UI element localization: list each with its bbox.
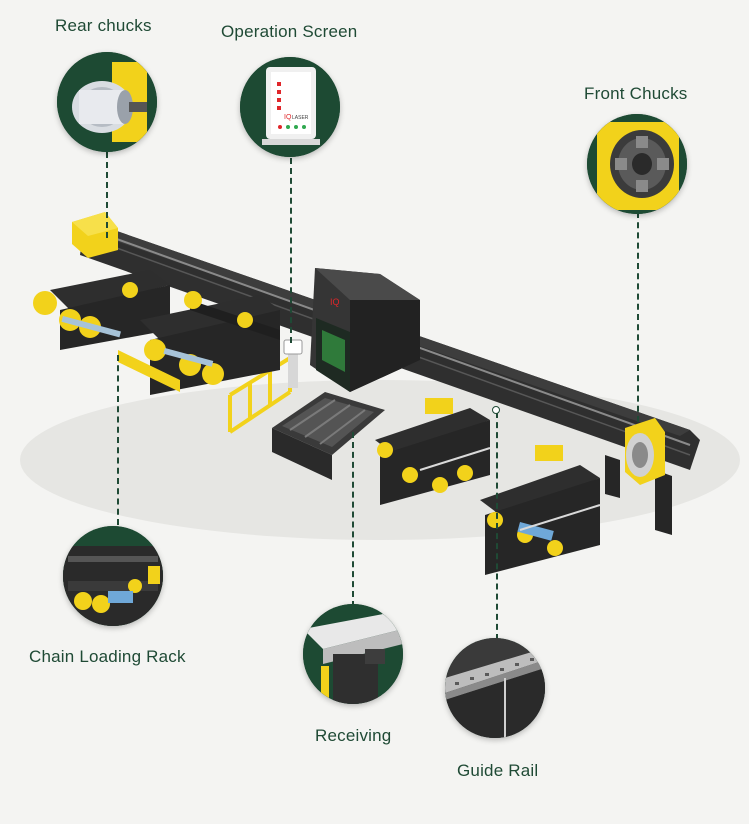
operation-screen-detail: IQ LASER (240, 57, 340, 157)
leader-front-chucks (637, 212, 639, 422)
front-chuck-icon (587, 114, 687, 214)
leader-chain-loading-rack (117, 355, 119, 525)
chain-loading-rack-detail (63, 526, 163, 626)
rear-chuck-icon (57, 52, 157, 152)
front-chucks-detail (587, 114, 687, 214)
label-guide-rail: Guide Rail (457, 761, 539, 780)
svg-text:IQ: IQ (284, 114, 292, 121)
chain-rack-icon (63, 526, 163, 626)
leader-guide-rail (496, 412, 498, 640)
operation-screen-pedestal (288, 348, 298, 388)
point-guide-rail (492, 406, 500, 414)
guide-rail-detail (445, 638, 545, 738)
front-chuck-body (625, 418, 665, 485)
label-operation-screen: Operation Screen (221, 22, 358, 41)
svg-text:IQ: IQ (330, 297, 340, 307)
leader-operation-screen (290, 158, 292, 343)
svg-text:LASER: LASER (292, 115, 309, 121)
rear-chucks-detail (57, 52, 157, 152)
label-chain-loading-rack: Chain Loading Rack (29, 647, 186, 666)
touch-screen-icon: IQ LASER (240, 57, 340, 157)
label-rear-chucks: Rear chucks (55, 16, 152, 35)
label-receiving: Receiving (315, 726, 392, 745)
leader-receiving (352, 432, 354, 607)
left-loading-racks (33, 270, 280, 395)
right-unloading-racks (375, 398, 601, 575)
guide-rail-icon (445, 638, 545, 738)
receiving-icon (303, 604, 403, 704)
label-front-chucks: Front Chucks (584, 84, 688, 103)
receiving-detail (303, 604, 403, 704)
leader-rear-chucks (106, 152, 108, 238)
